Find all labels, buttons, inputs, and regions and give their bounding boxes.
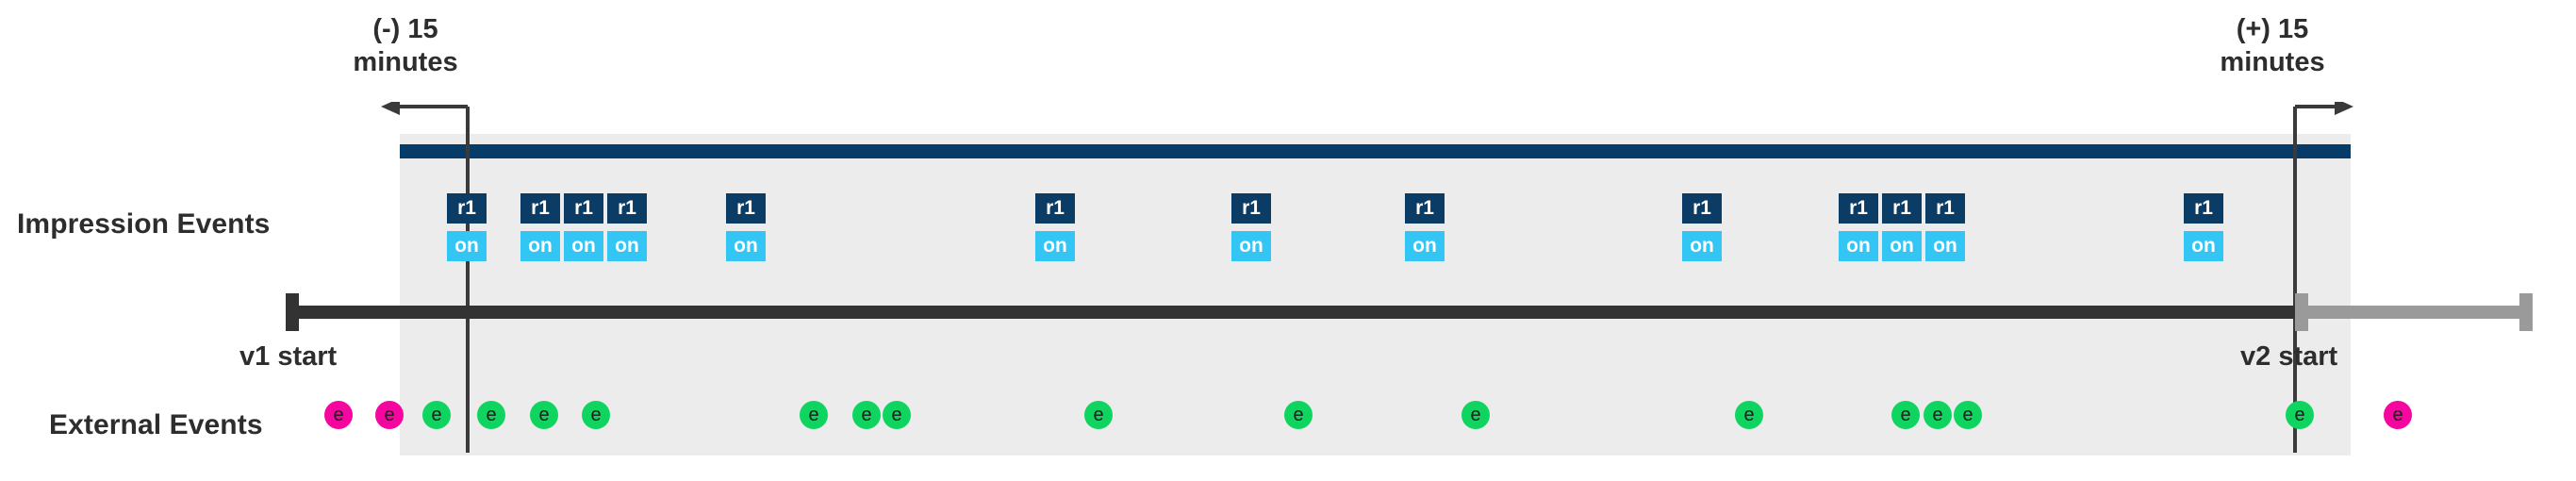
external-event-dot-green[interactable]: e: [1954, 401, 1982, 429]
version-bar: [400, 144, 2351, 158]
impression-event[interactable]: r1 on: [1839, 193, 1878, 261]
impression-badge-r1: r1: [1839, 193, 1878, 224]
external-event-dot-pink[interactable]: e: [324, 401, 353, 429]
impression-badge-r1: r1: [1405, 193, 1445, 224]
impression-event[interactable]: r1 on: [1231, 193, 1271, 261]
external-event-dot-green[interactable]: e: [477, 401, 505, 429]
row-label-impression-events: Impression Events: [17, 208, 271, 240]
impression-badge-r1: r1: [564, 193, 603, 224]
external-event-dot-green[interactable]: e: [1891, 401, 1920, 429]
guide-line-minus-15: [466, 111, 470, 453]
impression-badge-r1: r1: [607, 193, 647, 224]
impression-event[interactable]: r1 on: [1925, 193, 1965, 261]
external-event-dot-green[interactable]: e: [422, 401, 451, 429]
external-event-dot-pink[interactable]: e: [2384, 401, 2412, 429]
impression-event[interactable]: r1 on: [1682, 193, 1722, 261]
impression-badge-on: on: [2184, 231, 2223, 261]
external-event-dot-pink[interactable]: e: [375, 401, 404, 429]
impression-event[interactable]: r1 on: [447, 193, 487, 261]
impression-badge-r1: r1: [447, 193, 487, 224]
impression-event[interactable]: r1 on: [520, 193, 560, 261]
external-event-dot-green[interactable]: e: [883, 401, 911, 429]
impression-event-group: r1 on: [1231, 193, 1271, 261]
highlight-band: [400, 134, 2351, 456]
impression-badge-on: on: [520, 231, 560, 261]
impression-event-group: r1 on: [2184, 193, 2223, 261]
impression-badge-r1: r1: [1035, 193, 1075, 224]
impression-badge-on: on: [1925, 231, 1965, 261]
external-event-dot-green[interactable]: e: [582, 401, 610, 429]
impression-event-group: r1 on: [447, 193, 487, 261]
callout-right-line1: (+) 15: [2236, 14, 2309, 44]
external-event-dot-green[interactable]: e: [1735, 401, 1763, 429]
impression-badge-r1: r1: [1925, 193, 1965, 224]
impression-badge-r1: r1: [1682, 193, 1722, 224]
v2-end-cap: [2519, 293, 2533, 331]
external-event-dot-green[interactable]: e: [530, 401, 558, 429]
impression-badge-on: on: [1682, 231, 1722, 261]
impression-badge-r1: r1: [520, 193, 560, 224]
external-event-dot-green[interactable]: e: [1924, 401, 1952, 429]
v2-start-label: v2 start: [2240, 341, 2338, 372]
impression-event-group: r1 on: [726, 193, 766, 261]
impression-badge-on: on: [1231, 231, 1271, 261]
impression-event[interactable]: r1 on: [607, 193, 647, 261]
impression-badge-on: on: [607, 231, 647, 261]
impression-event[interactable]: r1 on: [1035, 193, 1075, 261]
impression-badge-on: on: [1839, 231, 1878, 261]
impression-event[interactable]: r1 on: [726, 193, 766, 261]
callout-plus-15-minutes: (+) 15 minutes: [2169, 13, 2376, 80]
impression-event[interactable]: r1 on: [2184, 193, 2223, 261]
v2-timeline-bar: [2297, 306, 2531, 319]
v1-timeline-bar: [296, 306, 2297, 319]
impression-badge-r1: r1: [2184, 193, 2223, 224]
impression-event-group: r1 on: [1035, 193, 1075, 261]
row-label-external-events: External Events: [49, 409, 263, 440]
impression-badge-r1: r1: [1231, 193, 1271, 224]
callout-minus-15-minutes: (-) 15 minutes: [302, 13, 509, 80]
callout-right-line2: minutes: [2220, 47, 2325, 78]
impression-badge-on: on: [1882, 231, 1922, 261]
external-event-dot-green[interactable]: e: [2286, 401, 2314, 429]
impression-badge-on: on: [564, 231, 603, 261]
guide-line-plus-15: [2293, 111, 2297, 453]
arrow-right-icon: [2293, 102, 2353, 121]
v1-start-label: v1 start: [239, 341, 338, 372]
external-event-dot-green[interactable]: e: [800, 401, 828, 429]
impression-badge-on: on: [1035, 231, 1075, 261]
impression-badge-on: on: [1405, 231, 1445, 261]
impression-event[interactable]: r1 on: [1405, 193, 1445, 261]
impression-event-group: r1 on: [1682, 193, 1722, 261]
impression-event[interactable]: r1 on: [564, 193, 603, 261]
callout-left-line1: (-) 15: [372, 14, 438, 44]
arrow-left-icon: [381, 102, 470, 121]
impression-badge-r1: r1: [1882, 193, 1922, 224]
external-event-dot-green[interactable]: e: [1084, 401, 1113, 429]
impression-badge-r1: r1: [726, 193, 766, 224]
callout-left-line2: minutes: [353, 47, 458, 78]
external-event-dot-green[interactable]: e: [1461, 401, 1490, 429]
v1-start-cap: [286, 293, 299, 331]
impression-event[interactable]: r1 on: [1882, 193, 1922, 261]
external-event-dot-green[interactable]: e: [852, 401, 881, 429]
external-event-dot-green[interactable]: e: [1284, 401, 1313, 429]
impression-event-group: r1 on: [1405, 193, 1445, 261]
impression-badge-on: on: [726, 231, 766, 261]
impression-badge-on: on: [447, 231, 487, 261]
